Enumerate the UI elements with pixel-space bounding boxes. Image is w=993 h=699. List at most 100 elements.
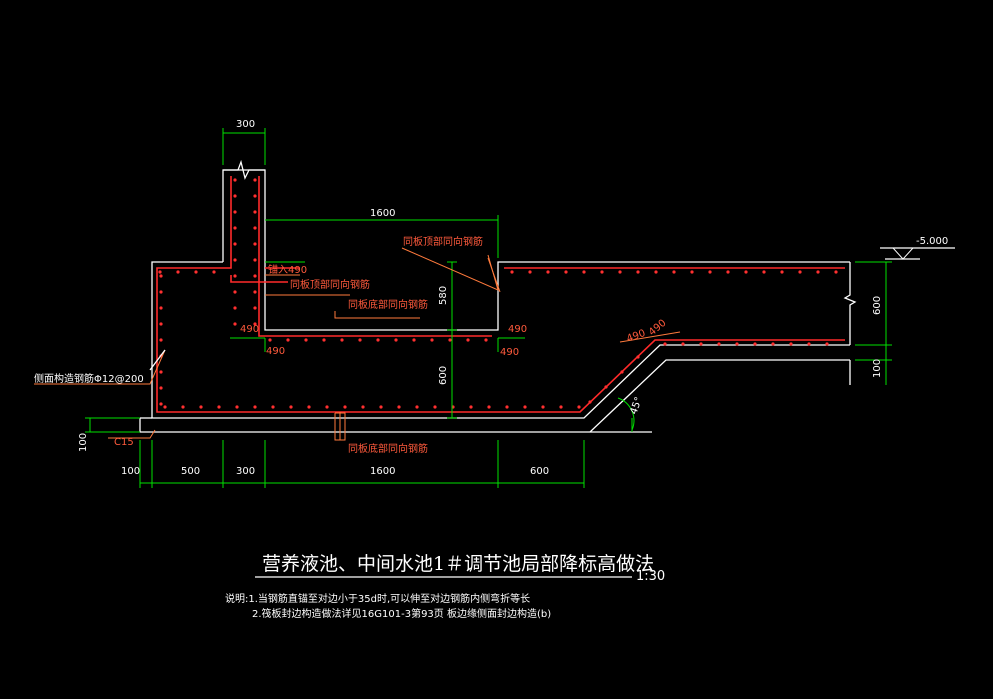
rebar-dot <box>159 386 163 390</box>
rebar-dot <box>753 342 757 346</box>
rebar-dot <box>469 405 473 409</box>
rebar-dot <box>559 405 563 409</box>
dim-right-600: 600 <box>872 296 883 315</box>
rebar-dot <box>253 322 257 326</box>
rebar-dot <box>233 210 237 214</box>
rebar-dot <box>546 270 550 274</box>
note-2: 2.筏板封边构造做法详见16G101-3第93页 板边缘侧面封边构造(b) <box>252 607 551 620</box>
lap-bar <box>230 275 288 283</box>
rebar-dot <box>158 270 162 274</box>
rebar-dot <box>253 405 257 409</box>
rebar-dot <box>159 370 163 374</box>
elevation-marker: -5.000 <box>880 236 955 260</box>
rebar-dot <box>528 270 532 274</box>
dim-depth-580: 580 <box>438 286 449 305</box>
rebar-dot <box>541 405 545 409</box>
rebar-dot <box>159 338 163 342</box>
rebar-dot <box>159 322 163 326</box>
rebar-dot <box>636 270 640 274</box>
rebar-dot <box>433 405 437 409</box>
rebar-dot <box>807 342 811 346</box>
dim-depth-600: 600 <box>438 366 449 385</box>
rebar-dot <box>376 338 380 342</box>
rebar-dot <box>233 178 237 182</box>
rebar-dot <box>735 342 739 346</box>
rebar-dot <box>618 270 622 274</box>
rebar-dot <box>415 405 419 409</box>
rebar-dot <box>577 405 581 409</box>
break-symbols <box>223 159 857 385</box>
right-break-symbol <box>843 262 857 345</box>
left-wall-outline <box>151 261 850 419</box>
rebar-dot <box>412 338 416 342</box>
rebar-dot <box>253 226 257 230</box>
rebar-dot <box>789 342 793 346</box>
upper-wall-rebar-right <box>258 176 492 337</box>
rebar-dot <box>307 405 311 409</box>
cushion-outline <box>139 359 850 433</box>
rebar-dot <box>672 270 676 274</box>
rebar-dot <box>163 405 167 409</box>
concrete-outline <box>139 169 850 433</box>
dimension-texts: 300 1600 580 600 600 100 100 100 500 300… <box>78 119 883 477</box>
rebar-dot <box>361 405 365 409</box>
rebar-dot <box>253 306 257 310</box>
dim-right-100: 100 <box>872 359 883 378</box>
rebar <box>156 176 845 413</box>
dim-bottom-600: 600 <box>530 466 549 477</box>
top-break-symbol <box>223 159 265 180</box>
rebar-dot <box>510 270 514 274</box>
label-lap-490-e: 490 <box>625 328 647 345</box>
rebar-dot <box>708 270 712 274</box>
rebar-dots <box>158 178 838 409</box>
label-same-plate-top-1: 同板顶部同向钢筋 <box>290 278 370 291</box>
rebar-dot <box>600 270 604 274</box>
rebar-dot <box>726 270 730 274</box>
rebar-dot <box>159 306 163 310</box>
rebar-dot <box>212 270 216 274</box>
drawing-title: 营养液池、中间水池1＃调节池局部降标高做法 <box>262 553 654 575</box>
rebar-dot <box>448 338 452 342</box>
rebar-dot <box>217 405 221 409</box>
rebar-dot <box>235 405 239 409</box>
dim-bottom-1600: 1600 <box>370 466 395 477</box>
label-lap-490-f: 490 <box>647 318 669 339</box>
rebar-dot <box>289 405 293 409</box>
dim-bottom-100: 100 <box>121 466 140 477</box>
rebar-dot <box>199 405 203 409</box>
label-anchor-490: 锚入490 <box>268 264 307 276</box>
rebar-dot <box>358 338 362 342</box>
rebar-dot <box>233 306 237 310</box>
rebar-dot <box>690 270 694 274</box>
rebar-dot <box>699 342 703 346</box>
rebar-dot <box>717 342 721 346</box>
rebar-dot <box>604 385 608 389</box>
rebar-dot <box>654 270 658 274</box>
rebar-dot <box>233 258 237 262</box>
outer-rebar <box>156 176 845 413</box>
rebar-dot <box>762 270 766 274</box>
rebar-dot <box>253 178 257 182</box>
rebar-dot <box>744 270 748 274</box>
rebar-dot <box>286 338 290 342</box>
rebar-dot <box>582 270 586 274</box>
rebar-dot <box>394 338 398 342</box>
rebar-dot <box>253 242 257 246</box>
leaders <box>34 247 681 441</box>
dim-top-300: 300 <box>236 119 255 130</box>
label-same-plate-top-2: 同板顶部同向钢筋 <box>403 235 483 248</box>
rebar-dot <box>268 338 272 342</box>
rebar-dot <box>176 270 180 274</box>
rebar-dot <box>663 342 667 346</box>
label-same-plate-bottom: 同板底部同向钢筋 <box>348 298 428 311</box>
rebar-dot <box>780 270 784 274</box>
rebar-dot <box>233 226 237 230</box>
rebar-dot <box>505 405 509 409</box>
dim-angle: 45° <box>628 396 644 416</box>
rebar-dot <box>487 405 491 409</box>
rebar-dot <box>253 290 257 294</box>
rebar-dot <box>484 338 488 342</box>
label-same-plate-base: 同板底部同向钢筋 <box>348 442 428 455</box>
rebar-dot <box>523 405 527 409</box>
